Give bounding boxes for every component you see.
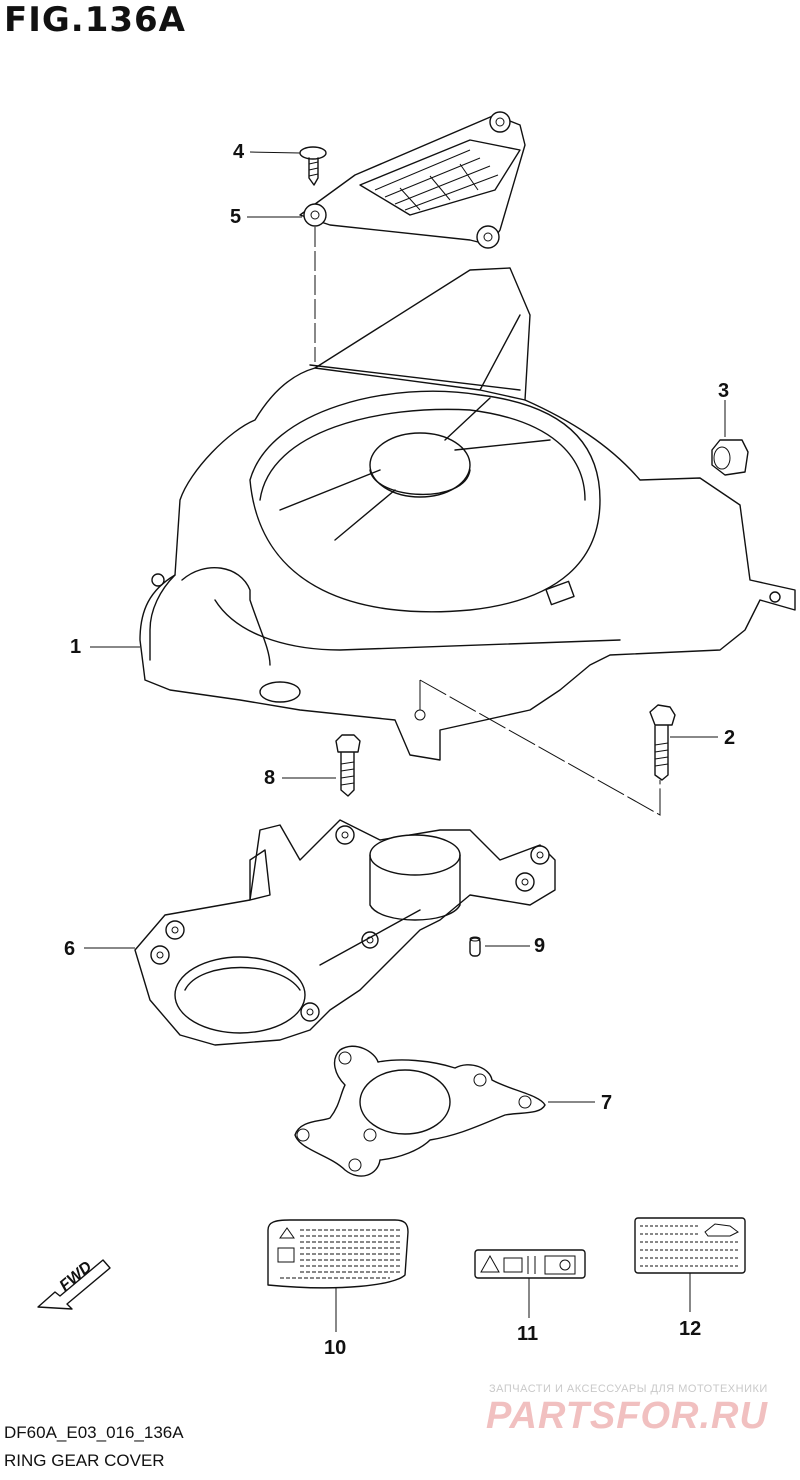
- watermark-tagline: ЗАПЧАСТИ И АКСЕССУАРЫ ДЛЯ МОТОТЕХНИКИ: [489, 1383, 768, 1395]
- figure-name: RING GEAR COVER: [4, 1451, 165, 1470]
- figure-code: DF60A_E03_016_136A: [4, 1423, 184, 1442]
- part-2-bolt[interactable]: [649, 704, 676, 781]
- part-12-oil-label[interactable]: [634, 1217, 746, 1274]
- part-1-ring-gear-cover[interactable]: [139, 267, 796, 761]
- callout-7: 7: [601, 1092, 613, 1114]
- callout-12: 12: [679, 1318, 702, 1340]
- callout-1: 1: [70, 636, 82, 658]
- callout-9: 9: [534, 935, 546, 957]
- callout-11: 11: [517, 1323, 539, 1345]
- part-5-grille-plate[interactable]: [299, 111, 526, 249]
- callout-10: 10: [324, 1337, 347, 1359]
- part-3-grommet[interactable]: [711, 439, 749, 476]
- watermark-logo: PARTSFOR.RU: [486, 1395, 768, 1437]
- leader-lines: [84, 151, 726, 1332]
- callout-3: 3: [718, 380, 730, 402]
- callout-4: 4: [233, 141, 245, 163]
- callout-6: 6: [64, 938, 76, 960]
- part-10-warning-label[interactable]: [267, 1219, 409, 1289]
- callout-5: 5: [230, 206, 242, 228]
- part-6-mount-bracket[interactable]: [134, 819, 556, 1046]
- callout-8: 8: [264, 767, 276, 789]
- figure-title: FIG.136A: [4, 0, 186, 40]
- part-7-gasket[interactable]: [294, 1045, 546, 1177]
- part-8-bolt[interactable]: [335, 734, 361, 797]
- callout-2: 2: [724, 727, 736, 749]
- part-9-dowel-pin[interactable]: [469, 936, 481, 957]
- part-11-caution-label[interactable]: [474, 1249, 586, 1279]
- part-4-screw[interactable]: [299, 146, 327, 186]
- fwd-arrow: [37, 1259, 111, 1310]
